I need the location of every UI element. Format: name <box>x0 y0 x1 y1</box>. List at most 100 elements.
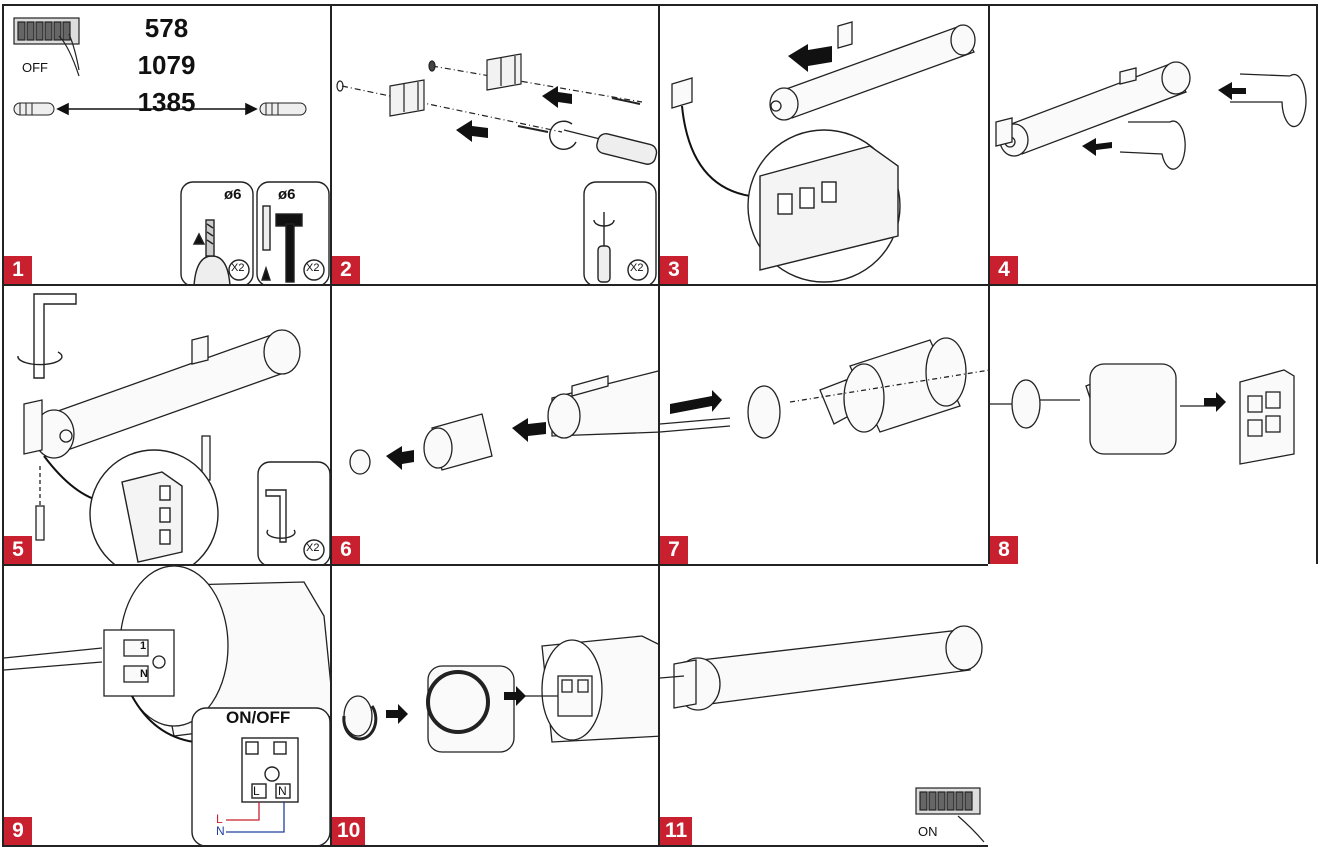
arrow-right-icon <box>386 704 408 724</box>
step-11-illustration <box>660 625 985 843</box>
bracket-icon <box>23 399 43 455</box>
arrow-left-icon <box>788 44 832 72</box>
terminal-block-icon <box>1239 369 1295 465</box>
terminal-block-icon <box>103 629 175 697</box>
step-number-badge: 7 <box>660 536 688 564</box>
step-number-badge: 11 <box>660 817 693 845</box>
step-number-badge: 3 <box>660 256 688 284</box>
drill-quantity-label: X2 <box>231 262 245 274</box>
step-2-illustration <box>336 53 658 284</box>
step-7-illustration <box>660 337 988 439</box>
plug-diameter-label: ø6 <box>278 186 296 203</box>
clip-icon <box>1230 73 1307 128</box>
step-9-illustration <box>4 566 330 845</box>
bracket-icon <box>571 375 609 397</box>
step-panel-9: 1 N ON/OFF L N L N 9 <box>2 564 332 847</box>
breaker-switch-icon <box>13 17 80 77</box>
arrow-left-icon <box>386 446 414 470</box>
tube-end-left-icon <box>13 102 55 116</box>
allen-key-box <box>257 461 330 564</box>
wall-plug-icon <box>336 80 344 92</box>
step-panel-5: X2 5 <box>2 284 332 566</box>
gland-nut-icon <box>343 695 373 737</box>
step-10-illustration <box>342 635 658 753</box>
bracket-icon <box>486 53 522 91</box>
step-number-badge: 10 <box>332 817 366 845</box>
step-panel-1: 578 1079 1385 OFF ø6 ø6 X2 X2 1 <box>2 4 332 286</box>
heater-tube-icon <box>43 333 293 453</box>
arrow-left-icon <box>456 120 488 142</box>
bracket-icon <box>671 77 693 109</box>
arrow-left-icon <box>512 418 546 442</box>
terminal-1-label: 1 <box>140 640 147 652</box>
step-panel-4: 4 <box>988 4 1318 286</box>
screw-icon <box>35 505 45 541</box>
dimension-value: 578 <box>144 13 189 43</box>
heater-tube-icon <box>777 25 975 119</box>
step-panel-10: 10 <box>330 564 660 847</box>
arrow-right-icon <box>504 686 526 706</box>
on-off-title: ON/OFF <box>226 708 291 727</box>
step-8-illustration <box>990 363 1295 465</box>
step-panel-8: 8 <box>988 284 1318 566</box>
wire-l-label: L <box>216 812 223 826</box>
hammer-box <box>256 181 330 284</box>
switch-off-label: OFF <box>22 60 48 75</box>
gland-nut-icon <box>1011 379 1041 429</box>
terminal-block-icon <box>557 675 593 717</box>
switch-on-label: ON <box>918 824 938 839</box>
screwdriver-box <box>583 181 657 284</box>
neutral-wire <box>226 802 285 833</box>
step-panel-2: X2 2 <box>330 4 660 286</box>
empty-slot <box>988 564 1318 847</box>
step-panel-6: 6 <box>330 284 660 566</box>
allen-key-quantity-label: X2 <box>306 542 320 554</box>
step-panel-7: 7 <box>658 284 990 566</box>
arrow-right-icon <box>670 390 722 414</box>
dimension-list: 578 1079 1385 <box>129 10 204 121</box>
step-number-badge: 5 <box>4 536 32 564</box>
cap-icon <box>1089 363 1177 455</box>
screwdriver-icon <box>549 120 658 165</box>
step-number-badge: 8 <box>990 536 1018 564</box>
arrow-left-icon <box>542 86 572 108</box>
dimension-value: 1079 <box>137 50 196 80</box>
drill-box <box>180 181 254 284</box>
heater-tube-icon <box>683 629 971 707</box>
detail-magnifier <box>747 129 901 283</box>
arrow-left-icon <box>1082 138 1112 156</box>
step-panel-3: 3 <box>658 4 990 286</box>
live-wire <box>226 802 260 821</box>
breaker-switch-icon <box>915 787 985 843</box>
plug-quantity-label: X2 <box>306 262 320 274</box>
step-1-illustration <box>13 17 330 284</box>
dimension-value: 1385 <box>137 87 196 117</box>
wall-plug-icon <box>428 60 436 72</box>
inset-terminal-n-label: N <box>278 784 287 798</box>
arrow-left-icon <box>1218 82 1246 100</box>
step-panel-11: ON 11 <box>658 564 990 847</box>
bracket-icon <box>837 21 853 49</box>
step-number-badge: 2 <box>332 256 360 284</box>
clip-icon <box>1119 120 1186 170</box>
gland-nut-icon <box>349 449 371 475</box>
screwdriver-quantity-label: X2 <box>630 262 644 274</box>
allen-key-icon <box>17 293 77 379</box>
cable-icon <box>4 647 103 659</box>
wiring-inset <box>191 707 330 845</box>
step-5-illustration <box>17 293 330 564</box>
step-4-illustration <box>995 61 1307 170</box>
terminal-n-label: N <box>140 668 148 680</box>
inset-terminal-l-label: L <box>253 784 260 798</box>
arrow-right-icon <box>1204 392 1226 412</box>
step-number-badge: 4 <box>990 256 1018 284</box>
gland-nut-icon <box>747 385 781 439</box>
screw-icon <box>517 125 549 133</box>
step-number-badge: 9 <box>4 817 32 845</box>
cable-icon <box>660 675 685 679</box>
step-number-badge: 1 <box>4 256 32 284</box>
tube-end-right-icon <box>259 102 307 116</box>
step-3-illustration <box>671 21 976 283</box>
bracket-icon <box>389 79 425 117</box>
